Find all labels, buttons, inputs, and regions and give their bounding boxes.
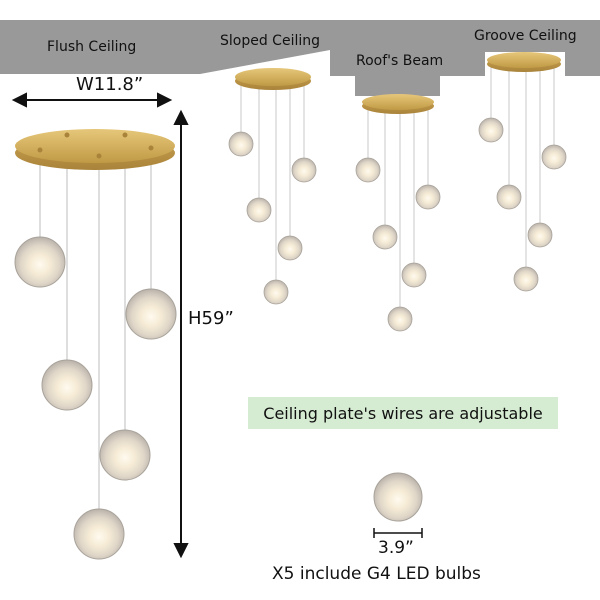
- width-label: W11.8”: [76, 74, 144, 95]
- groove-globes: [478, 117, 567, 292]
- groove-ceiling-label: Groove Ceiling: [474, 28, 577, 44]
- width-dimension-arrow: [11, 92, 173, 108]
- sloped-ceiling-plate: [235, 68, 311, 86]
- bulb-diameter-label: 3.9”: [378, 538, 414, 558]
- bulb-size-dimension: [373, 528, 423, 538]
- groove-chandelier: [478, 52, 567, 292]
- main-globes: [14, 236, 177, 560]
- beam-chandelier: [355, 94, 441, 332]
- main-chandelier: [14, 129, 177, 560]
- beam-globes: [355, 157, 441, 332]
- main-plate-screws: [37, 132, 154, 159]
- sloped-globes: [228, 131, 317, 305]
- ceiling-band: [0, 20, 600, 96]
- flush-ceiling-label: Flush Ceiling: [47, 39, 137, 55]
- main-ceiling-plate: [15, 129, 175, 163]
- bulb-detail-globe: [373, 472, 423, 522]
- groove-wires: [490, 60, 555, 268]
- sloped-ceiling-label: Sloped Ceiling: [220, 33, 320, 49]
- beam-ceiling-plate: [362, 94, 434, 110]
- bulb-count-label: X5 include G4 LED bulbs: [272, 564, 481, 584]
- main-wires: [39, 140, 152, 510]
- sloped-wires: [240, 78, 305, 282]
- sloped-chandelier: [228, 68, 317, 305]
- beam-wires: [367, 102, 429, 308]
- height-dimension-arrow: [173, 109, 189, 559]
- groove-ceiling-plate: [487, 52, 561, 68]
- adjustable-wires-note: Ceiling plate's wires are adjustable: [248, 397, 558, 429]
- roofs-beam-label: Roof's Beam: [356, 53, 444, 69]
- height-label: H59”: [188, 308, 234, 329]
